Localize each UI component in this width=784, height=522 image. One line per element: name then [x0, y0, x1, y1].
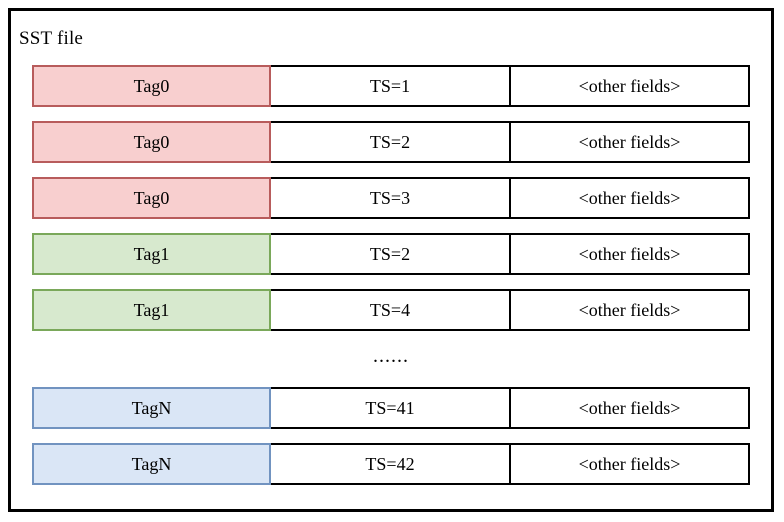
table-row[interactable]: TagN TS=42 <other fields>	[32, 443, 752, 485]
table-row[interactable]: Tag0 TS=2 <other fields>	[32, 121, 752, 163]
cell-timestamp: TS=2	[271, 121, 511, 163]
cell-tag: Tag1	[32, 233, 271, 275]
cell-tag: TagN	[32, 443, 271, 485]
cell-other-fields: <other fields>	[511, 121, 750, 163]
cell-other-fields: <other fields>	[511, 289, 750, 331]
cell-tag: Tag0	[32, 121, 271, 163]
cell-timestamp: TS=42	[271, 443, 511, 485]
table-row[interactable]: Tag0 TS=3 <other fields>	[32, 177, 752, 219]
record-list: Tag0 TS=1 <other fields> Tag0 TS=2 <othe…	[32, 65, 752, 499]
cell-other-fields: <other fields>	[511, 443, 750, 485]
table-row[interactable]: Tag0 TS=1 <other fields>	[32, 65, 752, 107]
cell-other-fields: <other fields>	[511, 233, 750, 275]
table-row[interactable]: Tag1 TS=2 <other fields>	[32, 233, 752, 275]
cell-other-fields: <other fields>	[511, 387, 750, 429]
cell-timestamp: TS=1	[271, 65, 511, 107]
table-row[interactable]: Tag1 TS=4 <other fields>	[32, 289, 752, 331]
cell-timestamp: TS=41	[271, 387, 511, 429]
cell-timestamp: TS=3	[271, 177, 511, 219]
ellipsis-separator: ......	[32, 345, 752, 373]
table-row[interactable]: TagN TS=41 <other fields>	[32, 387, 752, 429]
cell-other-fields: <other fields>	[511, 177, 750, 219]
sst-file-frame: SST file Tag0 TS=1 <other fields> Tag0 T…	[8, 8, 774, 512]
cell-timestamp: TS=2	[271, 233, 511, 275]
cell-other-fields: <other fields>	[511, 65, 750, 107]
ellipsis-text: ......	[373, 345, 409, 367]
cell-tag: Tag0	[32, 65, 271, 107]
cell-timestamp: TS=4	[271, 289, 511, 331]
cell-tag: TagN	[32, 387, 271, 429]
cell-tag: Tag1	[32, 289, 271, 331]
sst-file-title: SST file	[19, 28, 84, 49]
cell-tag: Tag0	[32, 177, 271, 219]
